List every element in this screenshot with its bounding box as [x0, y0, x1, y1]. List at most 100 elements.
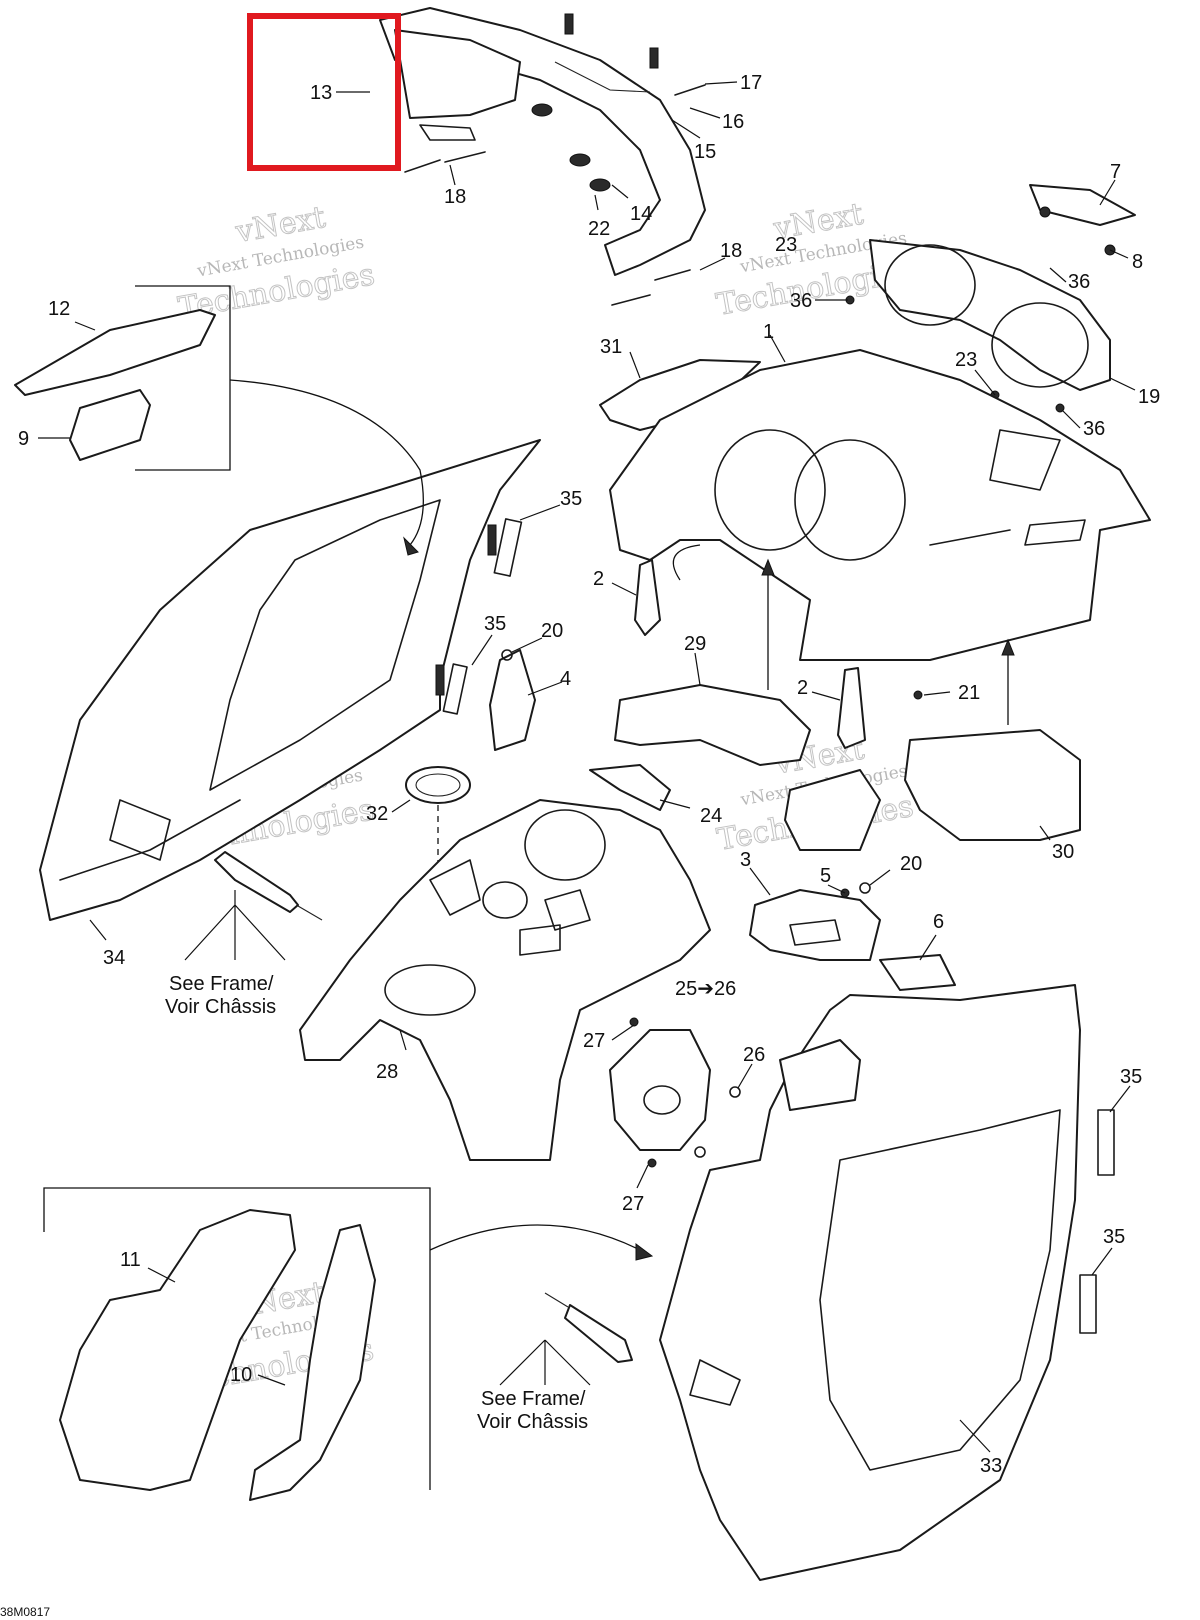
callout-8: 8	[1132, 251, 1143, 273]
screw-27	[629, 1017, 639, 1027]
callout-7: 7	[1110, 161, 1121, 183]
leader-lines	[38, 81, 1136, 1453]
cover-29	[614, 684, 811, 766]
console-tab	[519, 924, 561, 956]
fastener-icon	[1039, 206, 1051, 218]
callout-18: 18	[720, 240, 742, 262]
console-port	[482, 881, 528, 919]
callout-13: 13	[310, 82, 332, 104]
grommet-icon	[531, 103, 553, 117]
strip-35	[1097, 1109, 1115, 1176]
trim-12	[14, 309, 216, 396]
callout-14: 14	[630, 203, 652, 225]
fuel-door-latch	[643, 1085, 681, 1115]
callout-31: 31	[600, 336, 622, 358]
arrow-curve	[229, 379, 424, 546]
callout-2: 2	[797, 677, 808, 699]
fuel-door	[609, 1017, 741, 1168]
callout-24: 24	[700, 805, 722, 827]
console-28	[299, 799, 711, 1161]
callout-36: 36	[1068, 271, 1090, 293]
callout-35: 35	[484, 613, 506, 635]
gauge-opening-left	[884, 244, 976, 326]
note-see-frame: See Frame/	[169, 973, 274, 995]
dash-slot	[1024, 519, 1086, 546]
windshield-edge	[554, 61, 651, 93]
callout-23: 23	[955, 349, 977, 371]
panel-10	[249, 1224, 376, 1501]
console-bin	[384, 964, 476, 1016]
side-panel-34-pocket	[109, 799, 171, 861]
screw-27	[647, 1158, 657, 1168]
cover-30	[904, 729, 1081, 841]
callout-20: 20	[900, 853, 922, 875]
callout-25: 25➔26	[675, 978, 736, 1000]
arrow-head-icon	[635, 1243, 654, 1261]
note-voir-chassis: Voir Châssis	[477, 1411, 588, 1433]
side-panel-33	[659, 984, 1081, 1581]
panel-11	[59, 1209, 296, 1491]
screw-icon	[649, 47, 659, 69]
bezel-trim	[1029, 184, 1136, 226]
grommet-icon	[569, 153, 591, 167]
pad-9	[69, 389, 151, 461]
callout-32: 32	[366, 803, 388, 825]
right-side-panel	[659, 984, 1115, 1581]
strip-35-dark	[435, 664, 445, 696]
callout-5: 5	[820, 865, 831, 887]
callout-21: 21	[958, 682, 980, 704]
bracket-6	[879, 954, 956, 991]
callout-36: 36	[1083, 418, 1105, 440]
bottom-left-inset	[43, 1187, 654, 1501]
latch-2	[837, 667, 866, 749]
part-13-highlight	[247, 13, 401, 171]
callout-27: 27	[622, 1193, 644, 1215]
bracket-3-slot	[789, 919, 841, 946]
dash-panel	[599, 349, 1151, 661]
dash-vent	[989, 429, 1061, 491]
gauge-bezel-assembly	[845, 184, 1136, 413]
arrow-head-icon	[761, 558, 775, 576]
callout-2: 2	[593, 568, 604, 590]
dash-panel-1	[609, 349, 1151, 661]
left-inset-box	[14, 285, 424, 556]
clip-icon	[404, 151, 486, 173]
side-panel-34-inset	[209, 499, 441, 791]
windshield-hardware	[404, 13, 706, 306]
grommet-icon	[589, 178, 611, 192]
left-side-panel	[39, 439, 541, 921]
callout-35: 35	[1120, 1066, 1142, 1088]
arrow-head-icon	[1001, 638, 1015, 656]
latch-2	[634, 559, 661, 636]
arrow-head-icon	[403, 536, 419, 556]
cover-30-hidden	[784, 769, 881, 851]
gauge-bezel	[869, 239, 1111, 391]
callout-3: 3	[740, 849, 751, 871]
inset-frame	[135, 285, 231, 471]
dash-gauge-hole-right	[794, 439, 906, 561]
callout-19: 19	[1138, 386, 1160, 408]
callout-30: 30	[1052, 841, 1074, 863]
dash-line	[929, 529, 1011, 546]
inset-frame	[43, 1187, 431, 1490]
callout-4: 4	[560, 668, 571, 690]
callout-20: 20	[541, 620, 563, 642]
screw-icon	[564, 13, 574, 35]
bracket-4	[489, 649, 536, 751]
callout-28: 28	[376, 1061, 398, 1083]
side-panel-34	[39, 439, 541, 921]
note-voir-chassis: Voir Châssis	[165, 996, 276, 1018]
callout-29: 29	[684, 633, 706, 655]
grommet-26	[729, 1086, 741, 1098]
fastener-21	[913, 690, 923, 700]
clip-20	[501, 649, 513, 661]
callout-36: 36	[790, 290, 812, 312]
ring-32-inner	[415, 773, 461, 797]
side-panel-34-edge	[59, 799, 241, 881]
clip-icon	[611, 269, 691, 306]
console-tab	[429, 859, 481, 916]
frame-lead	[499, 1339, 591, 1386]
screw-icon	[674, 84, 706, 96]
grommet-26	[694, 1146, 706, 1158]
